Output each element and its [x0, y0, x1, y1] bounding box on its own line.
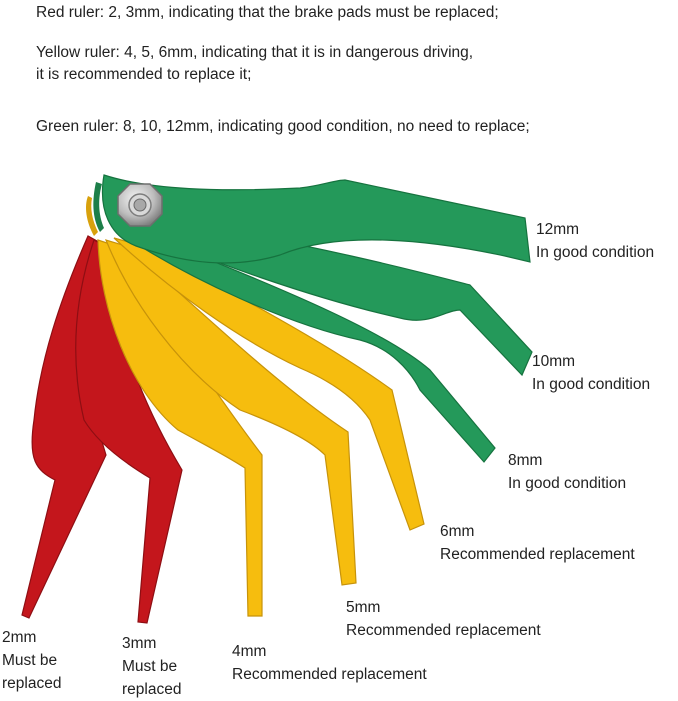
label-10mm-size: 10mm — [532, 353, 576, 370]
label-2mm: 2mm Must be replaced — [2, 626, 61, 695]
label-5mm: 5mm Recommended replacement — [346, 596, 541, 642]
stacked-blade-edges — [93, 182, 104, 232]
label-10mm-status: In good condition — [532, 376, 651, 393]
intro-green-line: Green ruler: 8, 10, 12mm, indicating goo… — [36, 118, 530, 135]
label-2mm-size: 2mm — [2, 629, 37, 646]
label-5mm-status: Recommended replacement — [346, 622, 541, 639]
label-4mm: 4mm Recommended replacement — [232, 640, 427, 686]
intro-yellow-line-1: Yellow ruler: 4, 5, 6mm, indicating that… — [36, 44, 474, 61]
label-3mm-status-2: replaced — [122, 681, 182, 698]
label-8mm-status: In good condition — [508, 475, 627, 492]
green-blade-12mm — [101, 174, 531, 264]
label-5mm-size: 5mm — [346, 599, 381, 616]
stacked-yellow-edge — [86, 196, 98, 236]
label-3mm-size: 3mm — [122, 635, 157, 652]
yellow-blade-5mm — [104, 239, 357, 586]
label-8mm-size: 8mm — [508, 452, 543, 469]
label-12mm: 12mm In good condition — [536, 218, 654, 264]
label-3mm: 3mm Must be replaced — [122, 632, 181, 701]
label-6mm-status: Recommended replacement — [440, 546, 635, 563]
label-4mm-size: 4mm — [232, 643, 267, 660]
label-10mm: 10mm In good condition — [532, 350, 650, 396]
label-2mm-status-1: Must be — [2, 652, 58, 669]
label-2mm-status-2: replaced — [2, 675, 62, 692]
label-4mm-status: Recommended replacement — [232, 666, 427, 683]
label-6mm-size: 6mm — [440, 523, 475, 540]
bolt-icon — [117, 183, 163, 227]
intro-yellow-line-2: it is recommended to replace it; — [36, 66, 252, 83]
label-8mm: 8mm In good condition — [508, 449, 626, 495]
label-12mm-size: 12mm — [536, 221, 580, 238]
green-blade-8mm — [116, 231, 496, 463]
label-6mm: 6mm Recommended replacement — [440, 520, 635, 566]
label-12mm-status: In good condition — [536, 244, 655, 261]
intro-red-line: Red ruler: 2, 3mm, indicating that the b… — [36, 4, 499, 21]
label-3mm-status-1: Must be — [122, 658, 178, 675]
